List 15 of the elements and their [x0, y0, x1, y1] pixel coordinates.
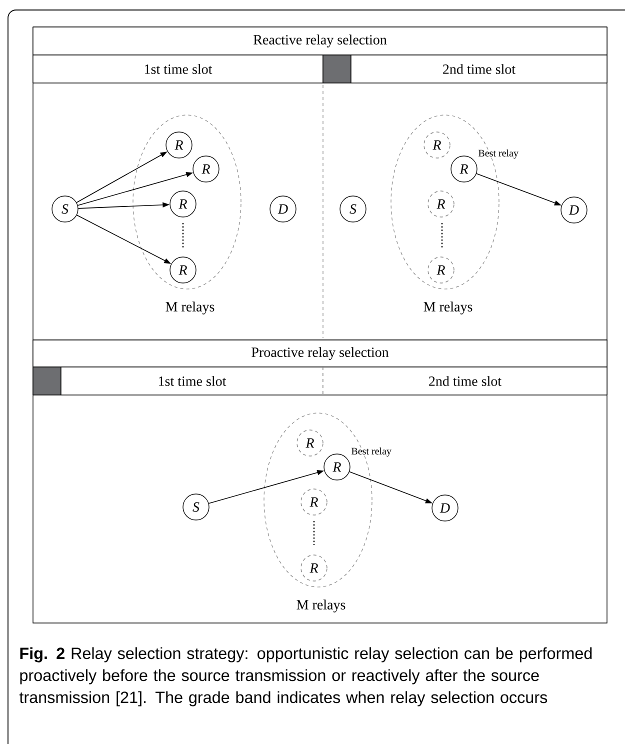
group-label: M relays [296, 600, 346, 612]
figure-caption: Fig. 2 Relay selection strategy: opportunistic relay selection can be performed proactively before the source transmission or reactively after the source transmission [21]. The grade band indicates when relay selection occurs [19, 647, 592, 706]
group-label: M relays [166, 302, 214, 314]
grade-band [32, 366, 62, 396]
node-label: Best relay [351, 447, 392, 457]
header-cell: 1st time slot [32, 54, 324, 84]
node-label: Reactive relay selection [254, 34, 387, 48]
header-cell: 2nd time slot [322, 366, 608, 396]
node-label: 1st time slot [159, 376, 226, 386]
grade-band [322, 54, 352, 84]
group-label: M relays [424, 302, 472, 314]
node-label: Proactive relay selection [252, 347, 389, 360]
header-cell: 1st time slot [60, 366, 324, 396]
header-cell: 2nd time slot [350, 54, 608, 84]
node-label: Best relay [478, 149, 518, 159]
